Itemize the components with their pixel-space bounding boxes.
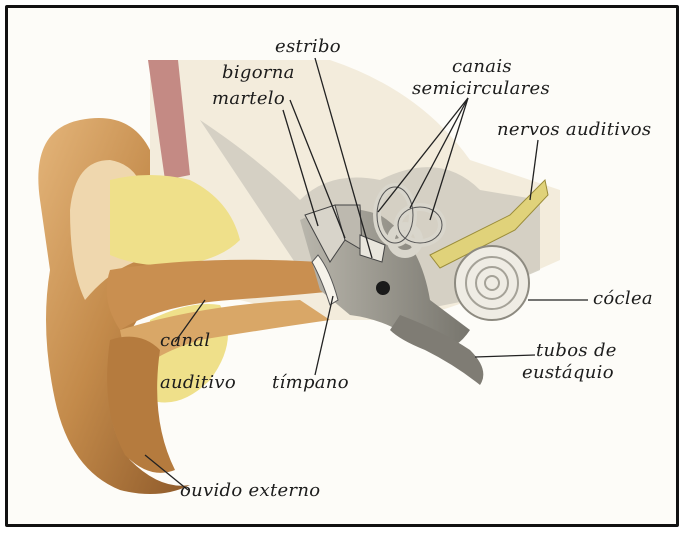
label-canais: canais xyxy=(452,56,512,77)
label-auditivo: auditivo xyxy=(160,372,236,393)
ear-anatomy-diagram: estribo bigorna martelo canais semicircu… xyxy=(8,8,676,524)
label-martelo: martelo xyxy=(212,88,285,109)
label-canal: canal xyxy=(160,330,210,351)
label-nervos-auditivos: nervos auditivos xyxy=(497,119,651,140)
label-coclea: cóclea xyxy=(593,288,653,309)
round-window xyxy=(376,281,390,295)
label-bigorna: bigorna xyxy=(222,62,295,83)
cochlea xyxy=(455,246,529,320)
label-timpano: tímpano xyxy=(272,372,349,393)
label-eustaquio: eustáquio xyxy=(522,362,614,383)
diagram-frame: estribo bigorna martelo canais semicircu… xyxy=(5,5,679,527)
label-semicirculares: semicirculares xyxy=(412,78,550,99)
label-estribo: estribo xyxy=(275,36,341,57)
label-ouvido-externo: ouvido externo xyxy=(180,480,320,501)
label-tubos-de: tubos de xyxy=(536,340,617,361)
